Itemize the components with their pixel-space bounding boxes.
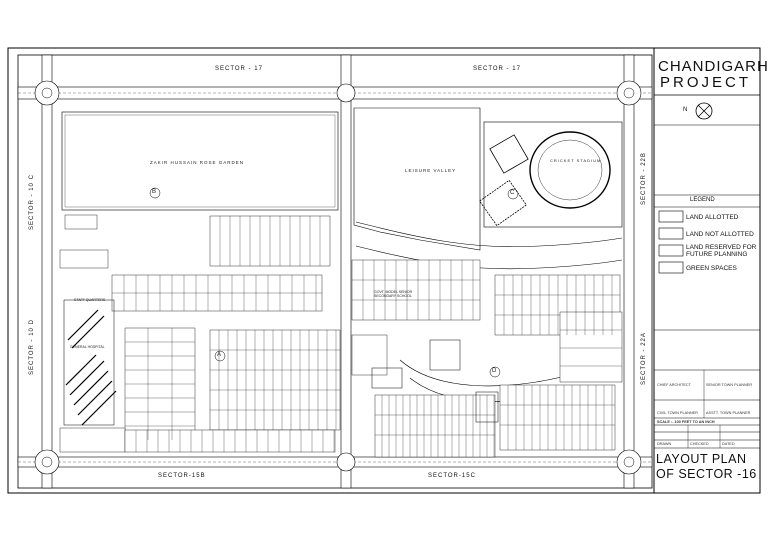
marker-d: D	[492, 368, 497, 374]
asst-town-planner-label: ASSTT. TOWN PLANNER	[706, 411, 751, 415]
plan-title-line1: LAYOUT PLAN	[656, 452, 747, 466]
school-label: GOVT. MODEL SENIOR SECONDARY SCHOOL	[374, 290, 413, 298]
sector-label-top-left: SECTOR - 17	[215, 66, 263, 72]
civil-town-planner-label: CIVIL TOWN PLANNER	[657, 411, 698, 415]
marker-a: A	[217, 352, 222, 358]
sector-label-bottom-right: SECTOR-15C	[428, 473, 476, 479]
legend-swatch-allotted	[658, 210, 684, 223]
legend-swatch-not-allotted	[658, 227, 684, 240]
hospital-label: GENERAL HOSPITAL	[70, 345, 105, 349]
project-title-line1: CHANDIGARH	[658, 58, 768, 75]
chief-architect-label: CHIEF ARCHITECT	[657, 383, 691, 387]
senior-town-planner-label: SENIOR TOWN PLANNER	[706, 383, 753, 387]
legend-item-green: GREEN SPACES	[686, 265, 737, 272]
north-arrow-icon	[695, 102, 713, 120]
legend-title: LEGEND	[690, 197, 715, 203]
checked-label: CHECKED	[690, 442, 709, 446]
dated-label: DATED	[722, 442, 735, 446]
project-title-line2: PROJECT	[660, 74, 752, 91]
cricket-stadium-label: CRICKET STADIUM	[550, 158, 602, 163]
north-label: N	[683, 107, 688, 113]
legend-swatch-reserved	[658, 244, 684, 257]
sector-label-right-bottom: SECTOR - 22A	[641, 332, 647, 385]
rose-garden-label: ZAKIR HUSSAIN ROSE GARDEN	[150, 160, 245, 165]
legend-item-not-allotted: LAND NOT ALLOTTED	[686, 231, 754, 238]
legend-swatch-green	[658, 261, 684, 274]
legend-item-reserved: LAND RESERVED FOR FUTURE PLANNING	[686, 244, 757, 258]
staff-quarters-label: STAFF QUARTERS	[74, 298, 106, 302]
sector-label-left-top: SECTOR - 10 C	[29, 174, 35, 230]
plan-title-line2: OF SECTOR -16	[656, 467, 757, 481]
sector-label-bottom-left: SECTOR-15B	[158, 473, 206, 479]
legend-item-allotted: LAND ALLOTTED	[686, 214, 739, 221]
sector-label-top-right: SECTOR - 17	[473, 66, 521, 72]
leisure-valley-label: LEISURE VALLEY	[405, 168, 457, 173]
marker-c: C	[510, 190, 515, 196]
sector-label-left-bottom: SECTOR - 10 D	[29, 319, 35, 375]
scale-label: SCALE :- 100 FEET TO AN INCH	[657, 420, 715, 424]
marker-b: B	[152, 189, 157, 195]
drawn-label: DRAWN	[657, 442, 672, 446]
sector-label-right-top: SECTOR - 22B	[641, 152, 647, 205]
